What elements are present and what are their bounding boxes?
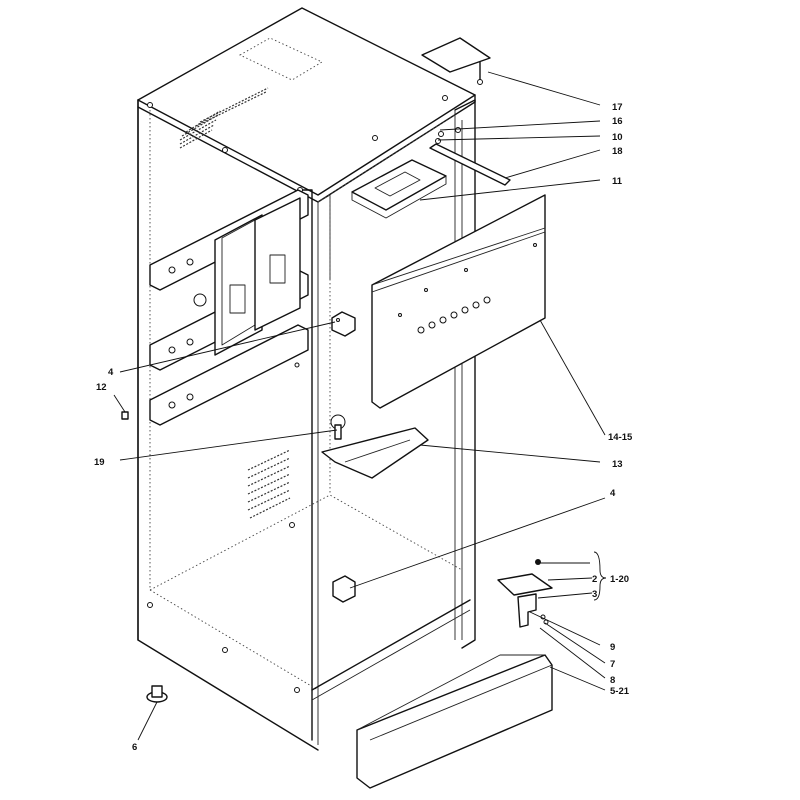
callout-18: 18 (612, 146, 623, 157)
bracket-upper (331, 311, 356, 337)
top-plate (421, 37, 491, 85)
callout-5-21: 5-21 (610, 686, 630, 697)
fitting (121, 411, 129, 420)
cover-bracket (321, 427, 429, 479)
callout-1-20: 1-20 (610, 574, 629, 585)
plinth-cover (356, 654, 553, 789)
bracket-lower (332, 575, 356, 603)
callout-3: 3 (592, 589, 597, 600)
callout-8: 8 (610, 675, 615, 686)
callout-7: 7 (610, 659, 615, 670)
bolt (330, 414, 346, 440)
callout-6: 6 (132, 742, 137, 753)
callout-13: 13 (612, 459, 623, 470)
callout-17: 17 (612, 102, 623, 113)
callout-12: 12 (96, 382, 107, 393)
callout-19: 19 (94, 457, 105, 468)
callout-labels: 17 16 10 18 11 4 12 19 14-15 13 4 2 1-20… (94, 102, 633, 753)
cabinet-frame (137, 7, 476, 751)
callout-9: 9 (610, 642, 615, 653)
internal-rails (149, 189, 309, 426)
hinge-assembly (497, 559, 553, 628)
callout-2: 2 (592, 574, 597, 585)
callout-16: 16 (612, 116, 623, 127)
leveling-foot (146, 685, 168, 703)
callout-10: 10 (612, 132, 623, 143)
top-tray (351, 159, 447, 219)
callout-4-upper: 4 (108, 367, 114, 378)
callout-14-15: 14-15 (608, 432, 633, 443)
leader-lines (113, 71, 607, 741)
callout-11: 11 (612, 176, 623, 187)
callout-4-lower: 4 (610, 488, 616, 499)
front-panel (371, 194, 546, 409)
